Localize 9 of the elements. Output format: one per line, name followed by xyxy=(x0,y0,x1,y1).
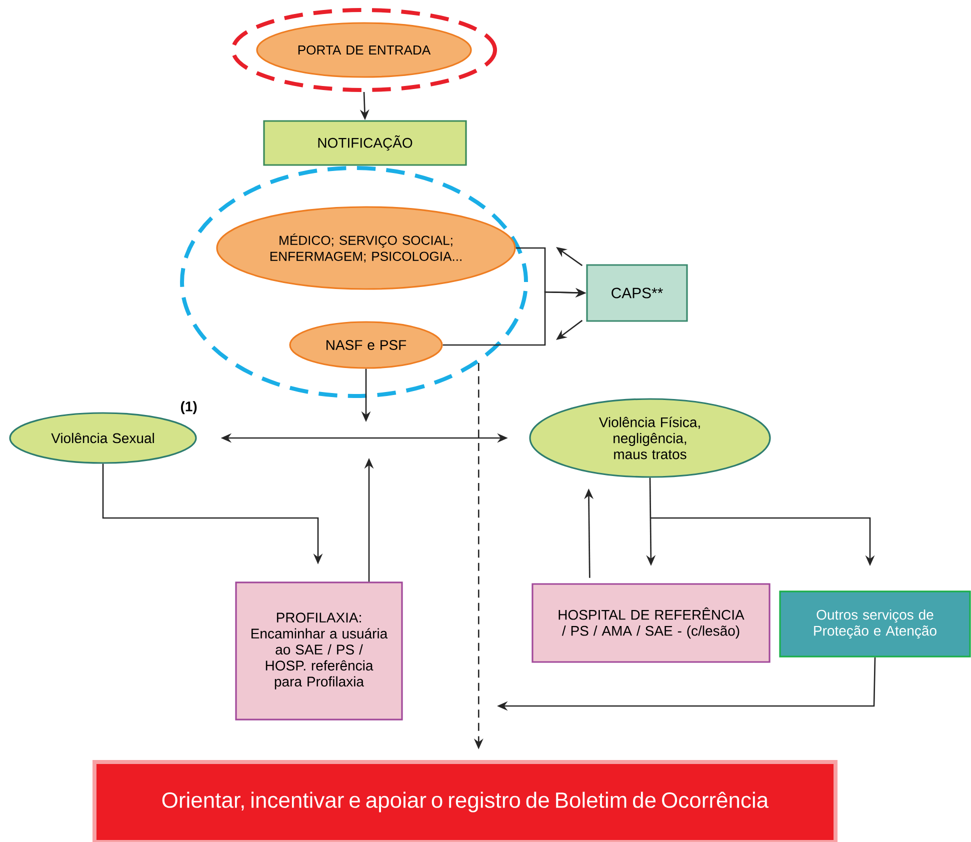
process-box: CAPS** xyxy=(586,264,688,322)
dashed-outline xyxy=(180,166,528,398)
process-box: Outros serviços de Proteção e Atenção xyxy=(779,590,971,658)
footnote-mark: (1) xyxy=(180,401,197,414)
dashed-outline xyxy=(231,8,497,92)
process-box: HOSPITAL DE REFERÊNCIA / PS / AMA / SAE - (c/lesão) xyxy=(532,583,770,663)
action-box: Orientar, incentivar e apoiar o registro de Boletim de Ocorrência xyxy=(92,760,838,842)
process-box: NOTIFICAÇÃO xyxy=(263,120,467,166)
process-box: PROFILAXIA: Encaminhar a usuária ao SAE / PS / HOSP. referência para Profilaxia xyxy=(235,582,403,720)
